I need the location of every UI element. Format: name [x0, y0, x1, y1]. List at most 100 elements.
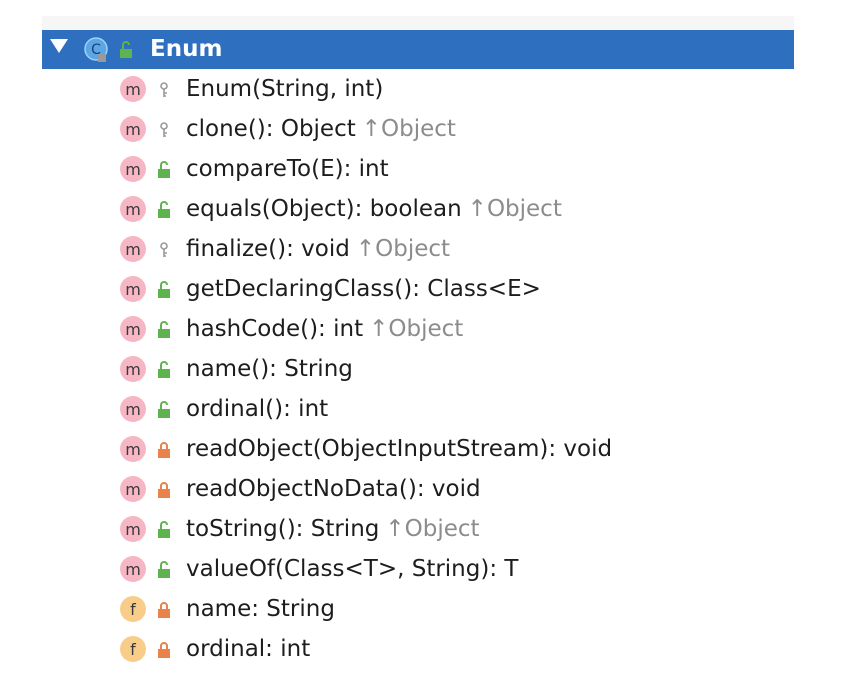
tree-row-method[interactable]: m valueOf(Class<T>, String): T — [118, 550, 818, 590]
field-icon: f — [120, 636, 146, 662]
member-signature: equals(Object): boolean↑Object — [186, 194, 562, 224]
member-label: Enum(String, int) — [186, 76, 384, 102]
svg-text:m: m — [125, 240, 141, 259]
member-signature: toString(): String↑Object — [186, 514, 480, 544]
member-signature: ordinal: int — [186, 634, 310, 664]
tree-root-enum[interactable]: C Enum — [42, 30, 794, 69]
method-icon: m — [120, 236, 146, 262]
private-lock-icon — [158, 602, 170, 618]
header-title: Enum — [150, 36, 223, 62]
tree-row-method[interactable]: m readObjectNoData(): void — [118, 470, 818, 510]
method-icon: m — [120, 356, 146, 382]
member-signature: hashCode(): int↑Object — [186, 314, 463, 344]
method-icon: m — [120, 516, 146, 542]
svg-text:f: f — [130, 640, 136, 659]
member-label: ordinal(): int — [186, 396, 329, 422]
public-lock-icon — [158, 361, 170, 378]
method-icon: m — [120, 116, 146, 142]
member-signature: clone(): Object↑Object — [186, 114, 456, 144]
tree-row-method[interactable]: m compareTo(E): int — [118, 150, 818, 190]
tree-row-field[interactable]: f ordinal: int — [118, 630, 818, 670]
member-signature: name: String — [186, 594, 335, 624]
public-lock-icon — [158, 521, 170, 538]
inherited-from-label: ↑Object — [385, 516, 480, 542]
member-signature: getDeclaringClass(): Class<E> — [186, 274, 541, 304]
member-label: ordinal: int — [186, 636, 311, 662]
class-icon: C — [84, 37, 108, 62]
method-icon: m — [120, 396, 146, 422]
tree-row-method[interactable]: m equals(Object): boolean↑Object — [118, 190, 818, 230]
method-icon: m — [120, 556, 146, 582]
tree-row-method[interactable]: m name(): String — [118, 350, 818, 390]
public-lock-icon — [158, 321, 170, 338]
svg-text:m: m — [125, 440, 141, 459]
tree-top-strip — [42, 16, 794, 30]
svg-text:m: m — [125, 520, 141, 539]
tree-row-method[interactable]: m ordinal(): int — [118, 390, 818, 430]
member-signature: readObject(ObjectInputStream): void — [186, 434, 612, 464]
member-label: finalize(): void — [186, 236, 350, 262]
svg-text:m: m — [125, 200, 141, 219]
svg-text:m: m — [125, 280, 141, 299]
member-label: name: String — [186, 596, 335, 622]
member-label: hashCode(): int — [186, 316, 364, 342]
method-icon: m — [120, 316, 146, 342]
tree-row-method[interactable]: m toString(): String↑Object — [118, 510, 818, 550]
member-label: valueOf(Class<T>, String): T — [186, 556, 519, 582]
field-icon: f — [120, 596, 146, 622]
member-signature: name(): String — [186, 354, 353, 384]
svg-text:m: m — [125, 360, 141, 379]
tree-row-method[interactable]: m getDeclaringClass(): Class<E> — [118, 270, 818, 310]
svg-text:m: m — [125, 80, 141, 99]
method-icon: m — [120, 156, 146, 182]
svg-text:m: m — [125, 120, 141, 139]
expand-arrow-icon[interactable] — [50, 39, 68, 53]
member-signature: readObjectNoData(): void — [186, 474, 481, 504]
member-signature: Enum(String, int) — [186, 74, 383, 104]
tree-row-method[interactable]: m Enum(String, int) — [118, 70, 818, 110]
inherited-from-label: ↑Object — [369, 316, 464, 342]
tree-row-method[interactable]: m hashCode(): int↑Object — [118, 310, 818, 350]
member-label: name(): String — [186, 356, 353, 382]
member-label: getDeclaringClass(): Class<E> — [186, 276, 541, 302]
protected-key-icon — [160, 122, 168, 137]
protected-key-icon — [160, 82, 168, 97]
public-lock-icon — [158, 201, 170, 218]
svg-text:m: m — [125, 320, 141, 339]
method-icon: m — [120, 436, 146, 462]
public-access-icon — [120, 41, 132, 58]
member-label: clone(): Object — [186, 116, 356, 142]
member-signature: finalize(): void↑Object — [186, 234, 450, 264]
member-label: toString(): String — [186, 516, 380, 542]
member-signature: compareTo(E): int — [186, 154, 389, 184]
public-lock-icon — [158, 561, 170, 578]
private-lock-icon — [158, 442, 170, 458]
member-label: readObject(ObjectInputStream): void — [186, 436, 613, 462]
svg-text:m: m — [125, 160, 141, 179]
public-lock-icon — [158, 281, 170, 298]
member-label: compareTo(E): int — [186, 156, 389, 182]
protected-key-icon — [160, 242, 168, 257]
private-lock-icon — [158, 482, 170, 498]
private-lock-icon — [158, 642, 170, 658]
public-lock-icon — [158, 401, 170, 418]
method-icon: m — [120, 276, 146, 302]
tree-row-method[interactable]: m clone(): Object↑Object — [118, 110, 818, 150]
member-label: readObjectNoData(): void — [186, 476, 481, 502]
method-icon: m — [120, 76, 146, 102]
tree-row-field[interactable]: f name: String — [118, 590, 818, 630]
svg-text:m: m — [125, 400, 141, 419]
svg-text:m: m — [125, 560, 141, 579]
member-signature: valueOf(Class<T>, String): T — [186, 554, 518, 584]
public-lock-icon — [158, 161, 170, 178]
tree-row-method[interactable]: m readObject(ObjectInputStream): void — [118, 430, 818, 470]
inherited-from-label: ↑Object — [467, 196, 562, 222]
inherited-from-label: ↑Object — [355, 236, 451, 262]
method-icon: m — [120, 196, 146, 222]
svg-text:f: f — [130, 600, 136, 619]
svg-text:C: C — [91, 42, 101, 58]
inherited-from-label: ↑Object — [361, 116, 456, 142]
tree-row-method[interactable]: m finalize(): void↑Object — [118, 230, 818, 270]
svg-text:m: m — [125, 480, 141, 499]
member-label: equals(Object): boolean — [186, 196, 462, 222]
